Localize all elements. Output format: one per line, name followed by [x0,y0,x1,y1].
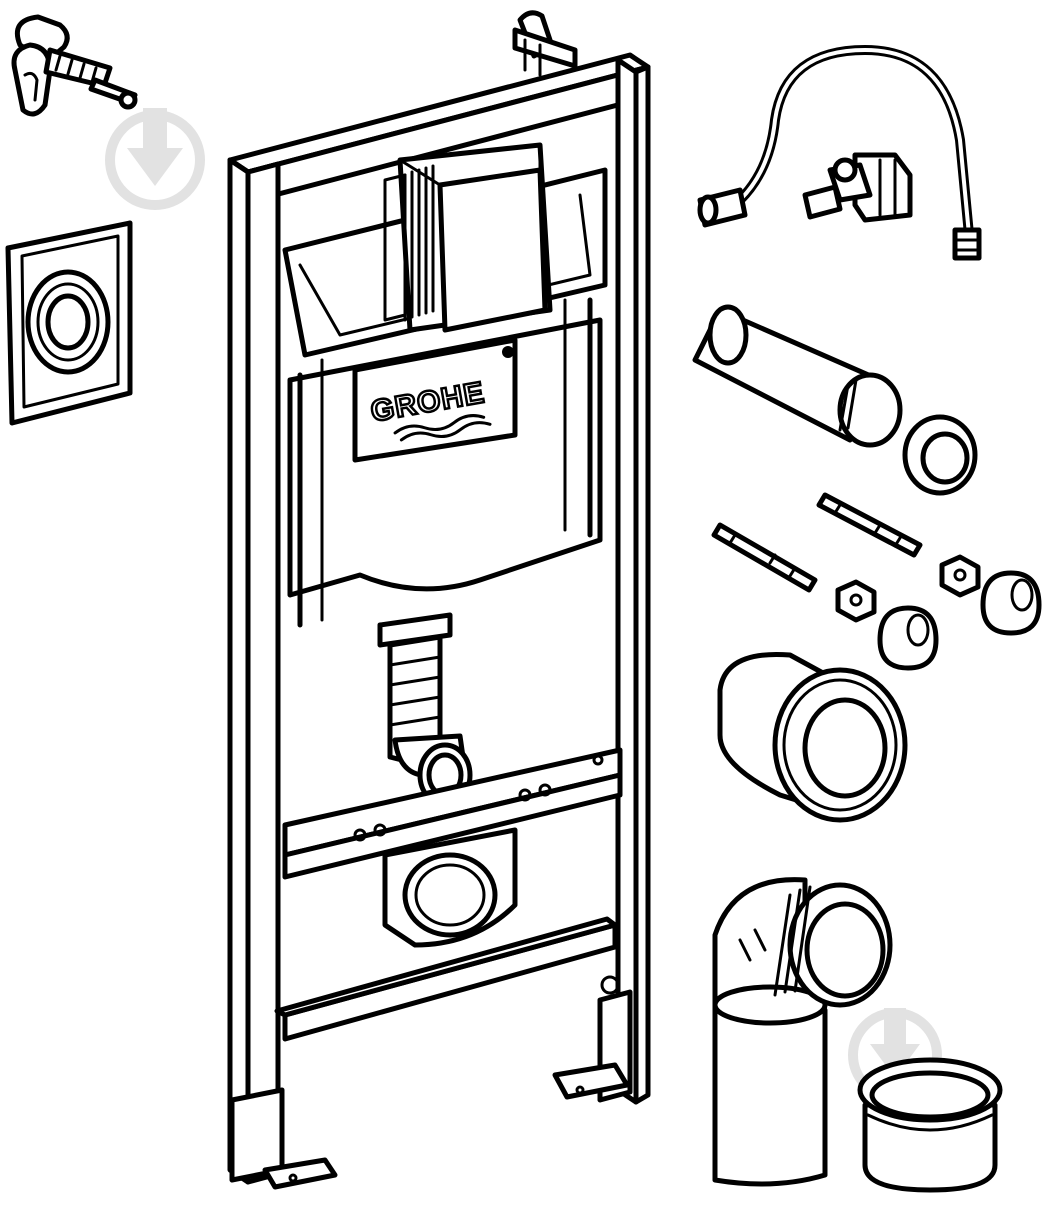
drain-connector [717,651,908,823]
flush-pipe [377,612,473,808]
cap-nut [980,570,1042,636]
hex-nut [939,554,981,598]
protective-cover-plate [5,220,133,426]
installation-frame [227,10,651,1190]
wall-anchor-bracket [11,14,138,117]
angle-stop-valve [802,152,913,223]
mounting-crossbar [282,747,623,880]
reducer-sleeve [857,1057,1003,1193]
threaded-rod [711,522,818,593]
watermark-icon [105,108,205,210]
connection-pipe [692,304,903,448]
pan-connector-bracket [382,827,518,948]
pipe-seal-ring [902,414,978,496]
drain-elbow [712,877,893,1187]
cap-nut [877,605,939,671]
cistern: GROHE [282,142,608,628]
water-supply-hose [697,45,982,261]
threaded-rod [816,492,923,558]
hex-nut [835,579,877,623]
